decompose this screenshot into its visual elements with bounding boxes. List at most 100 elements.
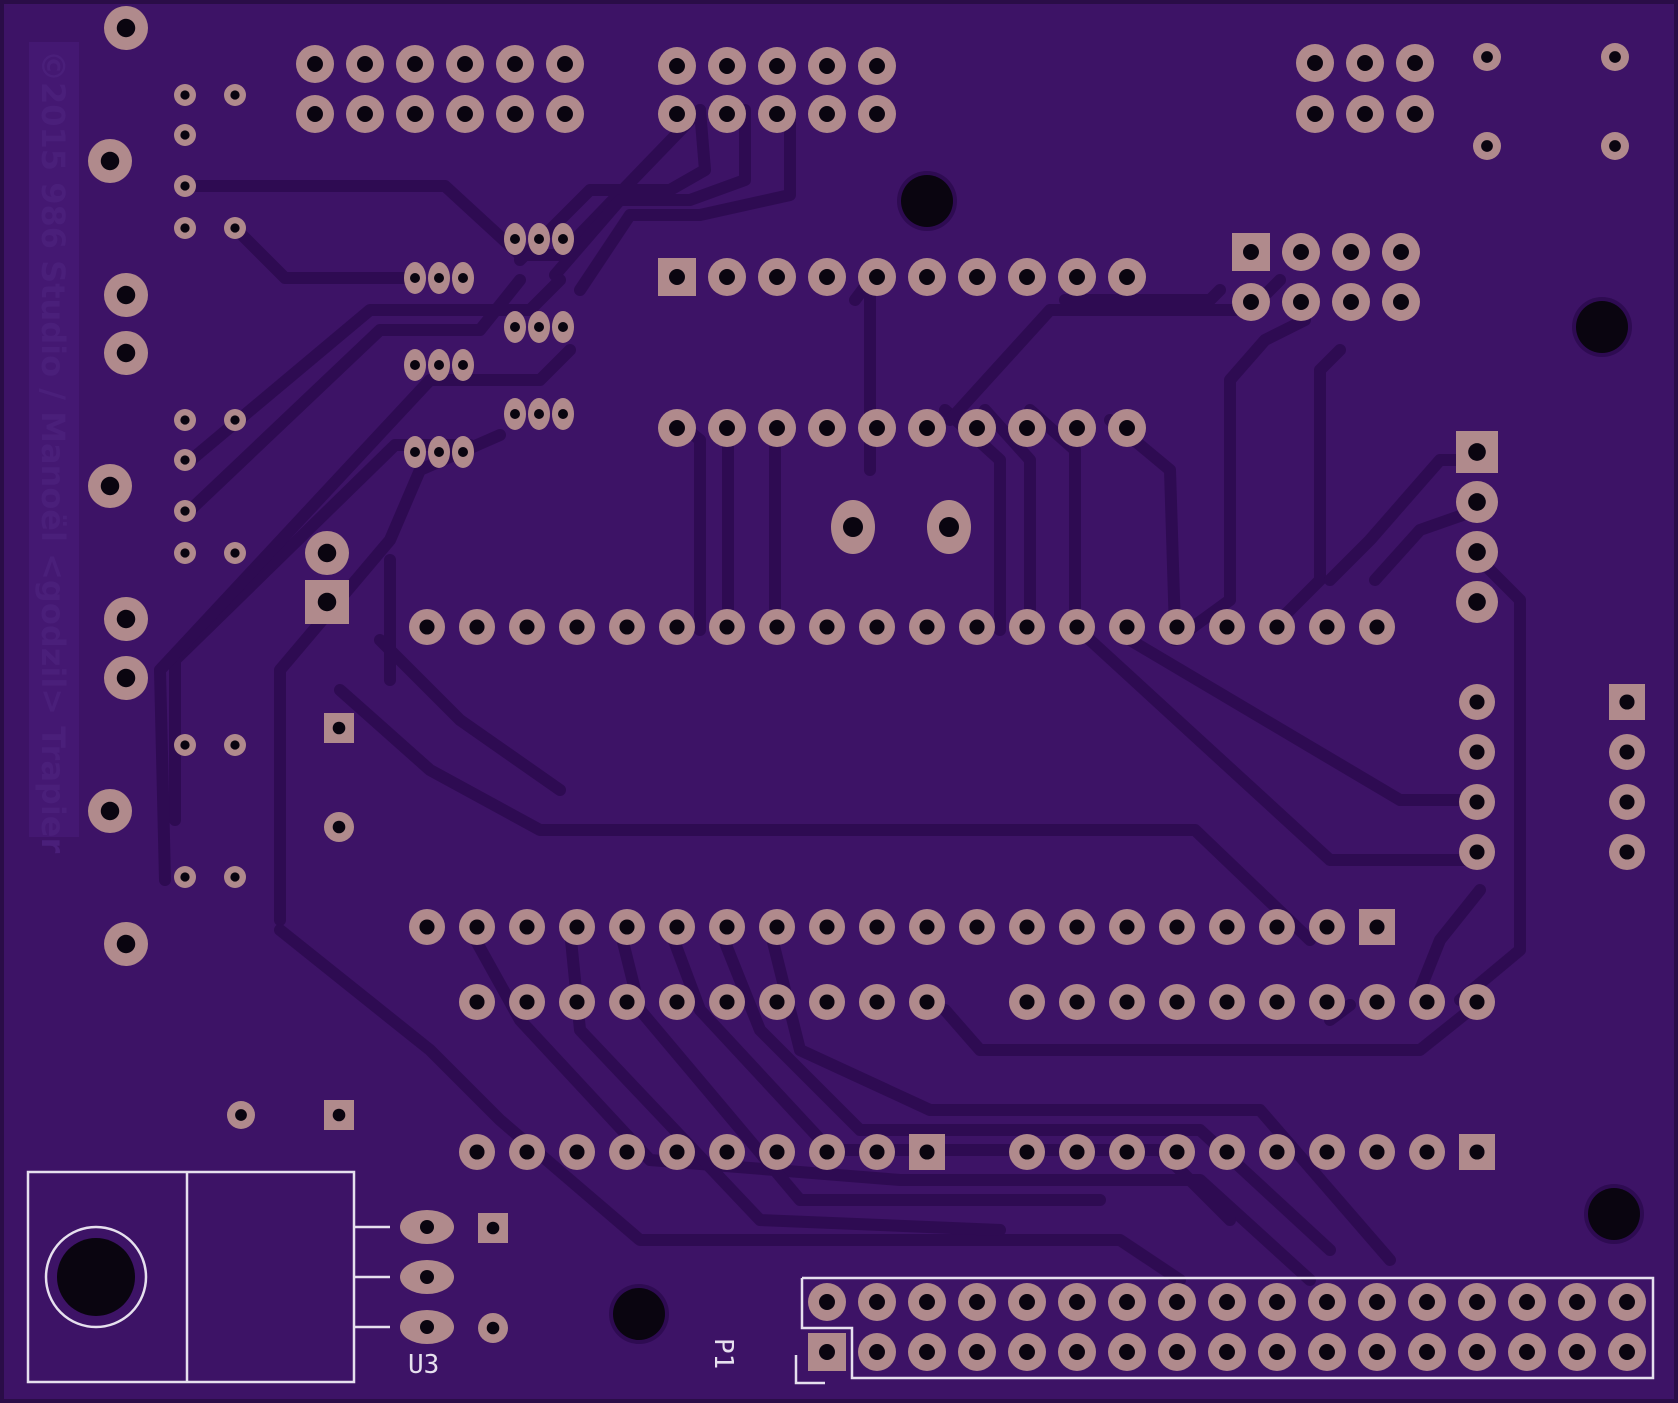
header-p1-top-drill bbox=[1269, 1294, 1285, 1310]
trace-7 bbox=[179, 274, 566, 471]
transistor-q6-b-drill bbox=[534, 409, 544, 419]
ic-u5-top-drill bbox=[1469, 994, 1485, 1010]
test-point-2-drill bbox=[1609, 51, 1621, 63]
ic-u2-bottom-drill bbox=[619, 919, 635, 935]
ic-u1-top-drill bbox=[1119, 269, 1135, 285]
ic-u1-top-drill bbox=[819, 269, 835, 285]
header-p1-top-drill bbox=[1069, 1294, 1085, 1310]
header-p1-bottom-drill bbox=[1119, 1344, 1135, 1360]
header-p1-top-drill bbox=[1469, 1294, 1485, 1310]
ic-u2-top-drill bbox=[619, 619, 635, 635]
resistor-pad-10-drill bbox=[180, 506, 190, 516]
header-p1-top-drill bbox=[869, 1294, 885, 1310]
header-j6-drill bbox=[1469, 744, 1485, 760]
ic-u1-bottom-drill bbox=[669, 420, 685, 436]
ic-u2-bottom-drill bbox=[869, 919, 885, 935]
ic-u5-top-drill bbox=[1319, 994, 1335, 1010]
ic-u2-bottom-drill bbox=[419, 919, 435, 935]
ic-u2-top-drill bbox=[1269, 619, 1285, 635]
ic-u1-bottom-drill bbox=[1069, 420, 1085, 436]
header-p1-bottom-drill bbox=[1019, 1344, 1035, 1360]
header-j2-top-drill bbox=[669, 58, 685, 74]
ic-u4-top-drill bbox=[619, 994, 635, 1010]
header-p1-bottom-drill bbox=[1619, 1344, 1635, 1360]
edge-jack-8-drill bbox=[100, 801, 120, 821]
header-j1-top-drill bbox=[557, 56, 573, 72]
mounting-hole-3 bbox=[1588, 1188, 1640, 1240]
header-p1-bottom-drill bbox=[1069, 1344, 1085, 1360]
ic-u1-bottom-drill bbox=[819, 420, 835, 436]
header-p1-bottom-drill bbox=[1169, 1344, 1185, 1360]
header-p1-top-drill bbox=[1169, 1294, 1185, 1310]
header-j6-drill bbox=[1469, 694, 1485, 710]
ic-u2-bottom-drill bbox=[1369, 919, 1385, 935]
header-j3-top-drill bbox=[1357, 55, 1373, 71]
ic-u2-top-drill bbox=[1369, 619, 1385, 635]
ic-u1-top-drill bbox=[719, 269, 735, 285]
header-j1-bottom-drill bbox=[557, 106, 573, 122]
ic-u1-bottom-drill bbox=[769, 420, 785, 436]
ic-u1-bottom-drill bbox=[1119, 420, 1135, 436]
ic-u4-top-drill bbox=[519, 994, 535, 1010]
trace-28 bbox=[374, 634, 566, 796]
header-p1-top-drill bbox=[969, 1294, 985, 1310]
p1-label: P1 bbox=[708, 1338, 738, 1369]
ic-u4-top-drill bbox=[469, 994, 485, 1010]
silkscreen-layer bbox=[26, 1170, 1655, 1385]
trace-33 bbox=[614, 924, 1106, 1206]
header-p1-bottom-drill bbox=[1319, 1344, 1335, 1360]
header-j6-drill bbox=[1469, 794, 1485, 810]
ic-u2-top-drill bbox=[969, 619, 985, 635]
header-p1-bottom-drill bbox=[1469, 1344, 1485, 1360]
component-pads bbox=[88, 6, 1646, 1371]
header-j2-top-drill bbox=[769, 58, 785, 74]
edge-jack-7-drill bbox=[116, 668, 136, 688]
copyright-strip bbox=[29, 42, 79, 837]
header-j4-bottom-drill bbox=[1293, 294, 1309, 310]
ic-u2-top-drill bbox=[1169, 619, 1185, 635]
ic-u4-top-drill bbox=[669, 994, 685, 1010]
header-p1-top-drill bbox=[1619, 1294, 1635, 1310]
ic-u4-bottom-drill bbox=[769, 1144, 785, 1160]
header-j6-drill bbox=[1469, 844, 1485, 860]
resistor-pad-5-drill bbox=[180, 223, 190, 233]
resistor-pad-14-drill bbox=[230, 740, 240, 750]
ic-u5-top-drill bbox=[1119, 994, 1135, 1010]
header-p1-top-drill bbox=[1119, 1294, 1135, 1310]
ic-u4-top-drill bbox=[919, 994, 935, 1010]
ic-u2-bottom-drill bbox=[1019, 919, 1035, 935]
header-p1-bottom-drill bbox=[1569, 1344, 1585, 1360]
ic-u2-top-drill bbox=[769, 619, 785, 635]
resistor-pad-11-drill bbox=[180, 548, 190, 558]
header-j1-bottom-drill bbox=[457, 106, 473, 122]
ic-u5-top-drill bbox=[1069, 994, 1085, 1010]
ic-u2-top-drill bbox=[569, 619, 585, 635]
ic-u2-top-drill bbox=[1319, 619, 1335, 635]
test-point-3-drill bbox=[1481, 140, 1493, 152]
ic-u5-top-drill bbox=[1269, 994, 1285, 1010]
header-j1-top-drill bbox=[357, 56, 373, 72]
header-p1-bottom-drill bbox=[819, 1344, 835, 1360]
header-j7-drill bbox=[1619, 794, 1635, 810]
resistor-pad-1-drill bbox=[180, 90, 190, 100]
header-j4-top-drill bbox=[1293, 244, 1309, 260]
header-j4-top-drill bbox=[1343, 244, 1359, 260]
header-p1-top-drill bbox=[1019, 1294, 1035, 1310]
resistor-pad-8-drill bbox=[230, 415, 240, 425]
ic-u4-bottom-drill bbox=[719, 1144, 735, 1160]
resistor-pad-7-drill bbox=[180, 415, 190, 425]
regulator-mounting-hole bbox=[57, 1238, 135, 1316]
ic-u2-bottom-drill bbox=[469, 919, 485, 935]
ic-u2-bottom-drill bbox=[819, 919, 835, 935]
header-j2-bottom-drill bbox=[819, 106, 835, 122]
trace-23 bbox=[1264, 344, 1346, 636]
transistor-q3-c-drill bbox=[458, 447, 468, 457]
ic-u1-bottom-drill bbox=[869, 420, 885, 436]
ic-u1-top-drill bbox=[669, 269, 685, 285]
ic-u5-bottom-drill bbox=[1469, 1144, 1485, 1160]
trace-3 bbox=[514, 104, 711, 266]
header-p1-bottom-drill bbox=[919, 1344, 935, 1360]
ic-u4-bottom-drill bbox=[819, 1144, 835, 1160]
